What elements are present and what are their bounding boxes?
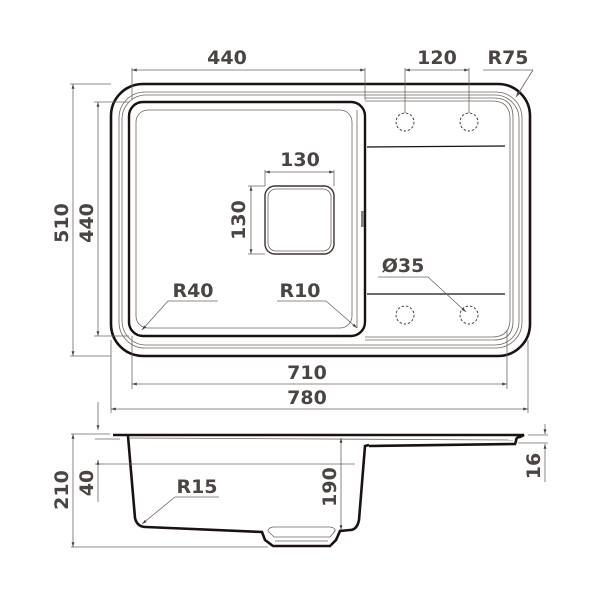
dim-bowl-width: 440 xyxy=(207,47,247,69)
dim-overall-width: 780 xyxy=(287,387,327,409)
dim-inner-width: 710 xyxy=(287,362,327,384)
dim-rim-thickness: 16 xyxy=(523,453,545,479)
dim-drain-height: 130 xyxy=(228,200,250,240)
overflow-slot xyxy=(361,211,364,227)
drainboard-outline xyxy=(365,97,514,341)
dim-overall-depth: 510 xyxy=(51,203,73,243)
dim-rim-height: 40 xyxy=(76,470,98,496)
dim-bowl-corner-radius: R40 xyxy=(172,280,213,302)
tap-hole-bottom-right xyxy=(459,305,479,325)
sink-outer-outline xyxy=(109,82,532,358)
bowl-outline xyxy=(127,100,367,338)
dim-tap-hole-diameter: Ø35 xyxy=(382,255,425,277)
side-rim-line xyxy=(129,437,514,441)
sink-rim-line-2 xyxy=(121,94,520,346)
dim-hole-spacing: 120 xyxy=(417,47,457,69)
dim-drain-width: 130 xyxy=(280,149,320,171)
side-bowl-profile xyxy=(126,435,370,548)
dim-bowl-depth-side: 190 xyxy=(319,467,341,507)
side-rim xyxy=(113,433,525,448)
side-view: 210 40 R15 190 16 xyxy=(51,402,548,548)
top-view: 440 120 R75 510 440 130 130 R40 xyxy=(51,47,534,413)
drain-outline xyxy=(264,185,335,255)
tap-hole-bottom-left xyxy=(395,305,415,325)
dim-corner-radius: R75 xyxy=(487,47,528,69)
bowl-inner-line xyxy=(135,109,353,329)
dim-bowl-depth: 440 xyxy=(76,203,98,243)
dim-drain-corner-radius: R10 xyxy=(279,280,320,302)
drain-inner xyxy=(267,188,332,252)
drainboard-outline-2 xyxy=(365,100,511,338)
dim-bowl-bottom-radius: R15 xyxy=(176,476,217,498)
tap-hole-top-left xyxy=(395,112,415,132)
side-drain-flange xyxy=(267,526,336,538)
tap-hole-top-right xyxy=(459,112,479,132)
sink-rim-line xyxy=(118,91,523,349)
drainboard-groove-top xyxy=(366,145,506,148)
dim-overall-height: 210 xyxy=(51,470,73,510)
